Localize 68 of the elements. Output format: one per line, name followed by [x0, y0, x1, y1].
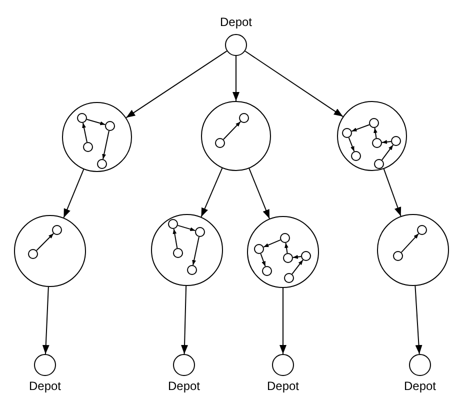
arrow [244, 50, 344, 118]
stop-circle [168, 219, 178, 229]
arrow [42, 286, 50, 354]
stop-circle [77, 113, 87, 123]
depot-label: Depot [402, 379, 438, 393]
arrow [400, 233, 420, 253]
arrow [260, 253, 266, 267]
stop-circle [254, 244, 264, 254]
stop-circle [215, 138, 225, 148]
arrow [192, 236, 200, 266]
arrow [177, 224, 196, 232]
stop-circle [28, 249, 38, 259]
arrow [181, 286, 188, 354]
stop-circle [195, 227, 205, 237]
stop-circle [374, 159, 384, 169]
depot-label: Depot [266, 379, 300, 393]
stop-circle [301, 251, 311, 261]
arrow [280, 288, 286, 354]
depot-label: Depot [218, 15, 254, 29]
stop-circle [187, 265, 197, 275]
arrow [351, 124, 370, 132]
arrow [232, 56, 240, 102]
arrow [102, 130, 110, 160]
stop-circle [280, 233, 290, 243]
arrow [284, 242, 288, 254]
stop-circle [105, 121, 115, 131]
stop-circle [83, 142, 93, 152]
stop-circle [262, 266, 272, 276]
route-circle [247, 216, 319, 288]
arrow [36, 233, 54, 251]
route-circle [337, 101, 407, 171]
arrow [381, 144, 394, 160]
arrow [292, 259, 304, 275]
route-circle [62, 102, 132, 172]
stop-circle [351, 151, 361, 161]
arrow [82, 122, 88, 143]
depot-label: Depot [166, 379, 202, 393]
arrow [126, 50, 228, 118]
arrow [348, 137, 355, 152]
arrow [86, 118, 106, 126]
stop-circle [393, 251, 403, 261]
arrow [374, 127, 378, 139]
stop-circle [417, 225, 427, 235]
arrow [63, 168, 84, 218]
route-circle [377, 214, 449, 286]
stop-circle [283, 253, 293, 263]
arrow [383, 168, 402, 217]
route-circle [151, 214, 223, 286]
arrow [200, 168, 223, 218]
arrow [222, 121, 242, 140]
stop-circle [342, 128, 352, 138]
stop-circle [239, 113, 249, 123]
stop-circle [284, 273, 294, 283]
stop-circle [52, 225, 62, 235]
stop-circle [369, 118, 379, 128]
stop-circle [372, 138, 382, 148]
route-circle [201, 101, 271, 171]
arrow [263, 239, 281, 248]
stop-circle [391, 136, 401, 146]
stop-circle [173, 248, 183, 258]
route-circle [14, 215, 86, 287]
arrow [292, 254, 302, 259]
arrow [381, 140, 392, 144]
arrow [414, 285, 422, 355]
arrow [248, 168, 270, 220]
arrow [172, 228, 178, 249]
stop-circle [97, 159, 107, 169]
depot-label: Depot [28, 379, 62, 393]
